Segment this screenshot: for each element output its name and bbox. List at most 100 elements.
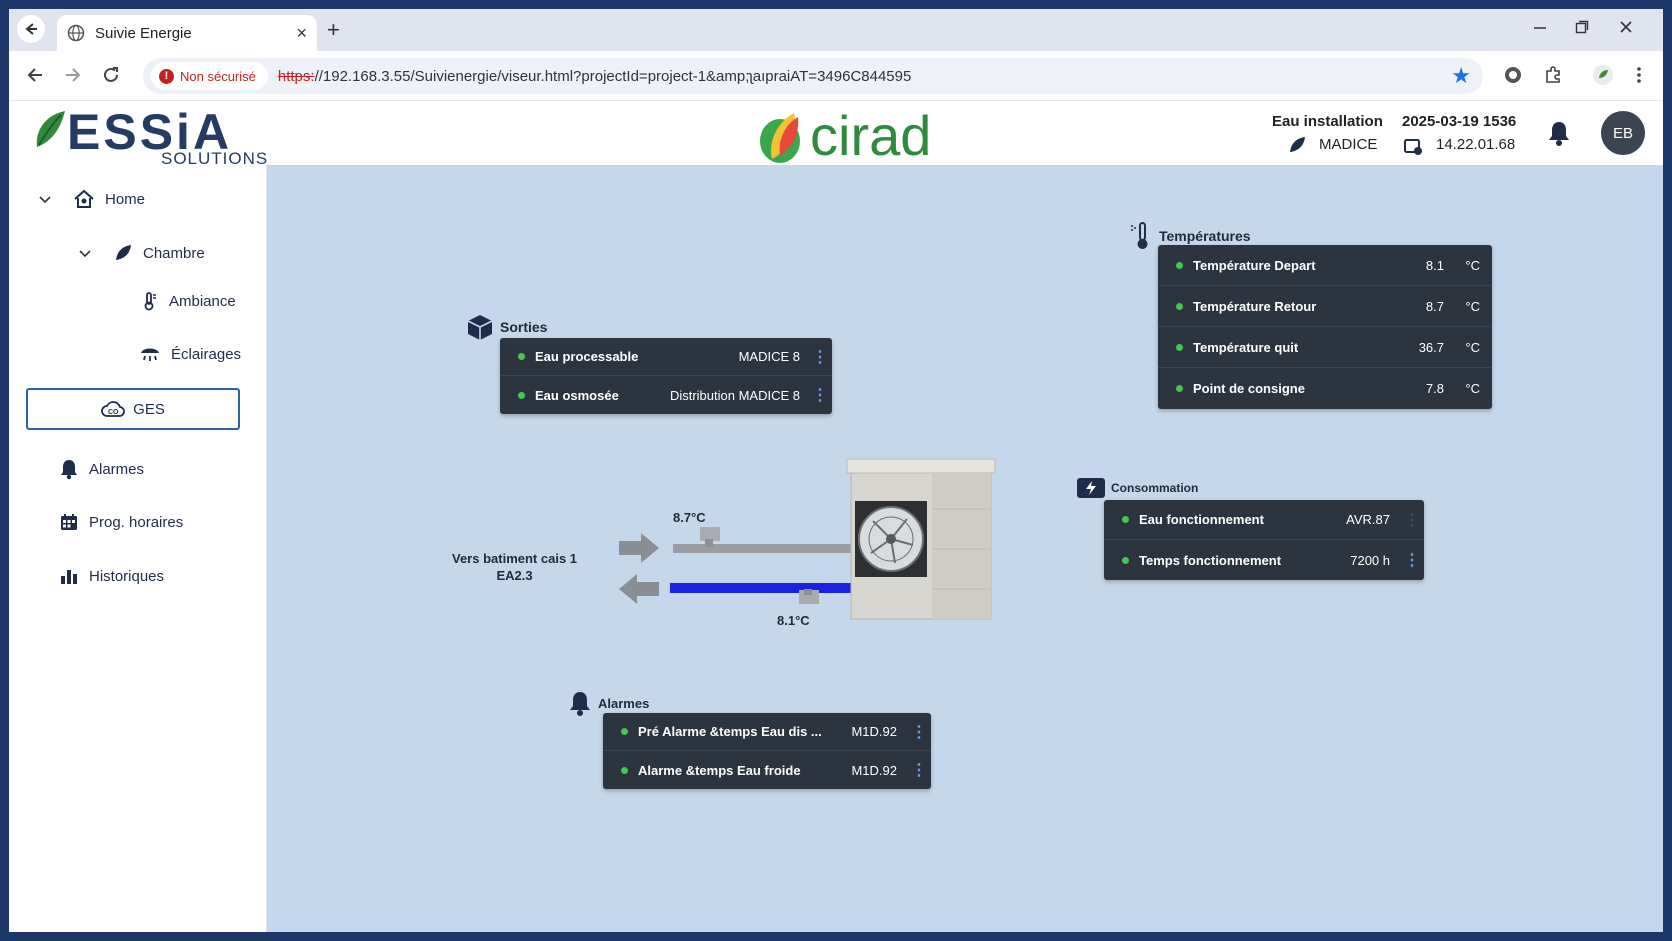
- tab-title: Suivie Energie: [95, 24, 192, 42]
- row-value: 8.1: [1425, 257, 1444, 273]
- restore-icon[interactable]: [1575, 19, 1589, 39]
- alarm-row[interactable]: Alarme &temps Eau froide M1D.92 ⋮: [603, 751, 931, 789]
- tab-close-icon[interactable]: ×: [296, 22, 307, 43]
- security-chip[interactable]: ! Non sécurisé: [151, 62, 268, 90]
- globe-icon: [67, 24, 85, 42]
- row-label: Eau osmosée: [535, 387, 619, 403]
- bar-chart-icon: [61, 570, 77, 584]
- bookmark-star-icon[interactable]: ★: [1451, 63, 1471, 88]
- extensions-icon[interactable]: [1541, 63, 1565, 87]
- sidebar-item-eclairages[interactable]: Éclairages: [139, 344, 241, 364]
- profile-sync-icon[interactable]: [1501, 63, 1525, 87]
- url-scheme: https:: [277, 67, 315, 85]
- destination-label: Vers batiment cais 1 EA2.3: [452, 550, 577, 584]
- destination-code: EA2.3: [496, 568, 533, 583]
- home-icon: [74, 189, 94, 208]
- more-options-icon[interactable]: ⋮: [911, 762, 927, 779]
- minimize-icon[interactable]: [1533, 19, 1547, 39]
- browser-tab[interactable]: Suivie Energie ×: [57, 15, 317, 51]
- new-tab-button[interactable]: +: [327, 17, 340, 42]
- sidebar-item-ambiance[interactable]: Ambiance: [139, 291, 236, 311]
- energy-bolt-icon: [1077, 478, 1105, 498]
- row-value: MADICE 8: [738, 349, 800, 364]
- sorties-row[interactable]: Eau processable MADICE 8 ⋮: [500, 338, 832, 376]
- sidebar-item-prog-horaires[interactable]: Prog. horaires: [59, 512, 183, 532]
- temperature-row[interactable]: Température Retour 8.7 °C: [1158, 286, 1492, 327]
- row-value: Distribution MADICE 8: [669, 387, 800, 403]
- sorties-row[interactable]: Eau osmosée Distribution MADICE 8 ⋮: [500, 376, 832, 414]
- security-label: Non sécurisé: [180, 68, 256, 84]
- sidebar-label-historiques: Historiques: [89, 567, 165, 585]
- logo-subtext: SOLUTIONS: [161, 149, 269, 168]
- user-avatar[interactable]: EB: [1601, 111, 1645, 155]
- destination-name: Vers batiment cais 1: [452, 551, 578, 566]
- sidebar-item-ges[interactable]: CO GES: [26, 388, 240, 430]
- row-label: Eau processable: [535, 349, 639, 364]
- sorties-title: Sorties: [466, 313, 547, 341]
- cirad-logo: cirad: [754, 104, 954, 167]
- row-label: Alarme &temps Eau froide: [638, 762, 801, 778]
- app: ESSiA SOLUTIONS cirad Eau installation M…: [9, 101, 1663, 932]
- consommation-row[interactable]: Temps fonctionnement 7200 h ⋮: [1104, 540, 1424, 580]
- row-value: 8.7: [1425, 298, 1444, 314]
- alarm-row[interactable]: Pré Alarme &temps Eau dis ... M1D.92 ⋮: [603, 713, 931, 751]
- supply-temp-label: 8.1°C: [777, 613, 810, 628]
- more-options-icon[interactable]: ⋮: [1404, 511, 1420, 529]
- url-text[interactable]: https://192.168.3.55/Suivienergie/viseur…: [278, 68, 911, 85]
- back-icon[interactable]: [23, 63, 47, 87]
- notification-bell-icon[interactable]: [1547, 119, 1571, 147]
- status-dot: [518, 353, 525, 360]
- row-unit: °C: [1465, 381, 1480, 396]
- thermometer-icon: [1131, 222, 1148, 249]
- sensor-icon: [799, 589, 819, 604]
- alarmes-title-text: Alarmes: [598, 695, 650, 711]
- status-dot: [1122, 556, 1129, 564]
- sidebar-label-eclairages: Éclairages: [171, 345, 242, 363]
- consommation-row[interactable]: Eau fonctionnement AVR.87 ⋮: [1104, 500, 1424, 540]
- tab-search-icon[interactable]: [17, 15, 45, 43]
- thermometer-icon: [144, 292, 156, 311]
- row-unit: °C: [1465, 298, 1480, 314]
- chevron-down-icon: [79, 246, 101, 261]
- forward-icon[interactable]: [61, 63, 85, 87]
- heat-pump-diagram: [619, 458, 996, 620]
- sidebar-item-historiques[interactable]: Historiques: [59, 566, 164, 586]
- more-options-icon[interactable]: ⋮: [812, 387, 828, 404]
- window-close-icon[interactable]: [1619, 19, 1633, 39]
- tab-strip: Suivie Energie × +: [9, 9, 1663, 51]
- app-header: ESSiA SOLUTIONS cirad Eau installation M…: [9, 101, 1663, 168]
- arrow-left-icon: [619, 574, 659, 604]
- bell-icon: [570, 692, 590, 716]
- sidebar-item-alarmes[interactable]: Alarmes: [59, 458, 144, 480]
- browser-menu-icon[interactable]: [1627, 63, 1651, 87]
- sensor-icon: [700, 527, 720, 547]
- temperatures-panel: Température Depart 8.1 °C Température Re…: [1158, 245, 1492, 409]
- row-label: Pré Alarme &temps Eau dis ...: [638, 724, 822, 739]
- row-unit: °C: [1465, 339, 1480, 355]
- alarmes-title: Alarmes: [568, 689, 649, 717]
- date-time: 2025-03-19 1536: [1402, 113, 1517, 130]
- row-label: Température quit: [1193, 339, 1299, 355]
- extension-leaf-icon[interactable]: [1591, 63, 1615, 87]
- status-dot: [1176, 385, 1183, 392]
- omnibox[interactable]: ! Non sécurisé https://192.168.3.55/Suiv…: [143, 58, 1483, 94]
- sidebar-item-home[interactable]: Home: [39, 189, 145, 209]
- temperature-row[interactable]: Point de consigne 7.8 °C: [1158, 368, 1492, 409]
- box-icon: [467, 315, 493, 340]
- more-options-icon[interactable]: ⋮: [1404, 552, 1420, 569]
- reload-icon[interactable]: [99, 63, 123, 87]
- cirad-mark-icon: [760, 113, 800, 163]
- more-options-icon[interactable]: ⋮: [911, 723, 927, 741]
- more-options-icon[interactable]: ⋮: [812, 348, 828, 366]
- heat-pump-unit: [846, 458, 996, 620]
- temperature-row[interactable]: Température Depart 8.1 °C: [1158, 245, 1492, 286]
- status-dot: [1176, 343, 1183, 351]
- sidebar-item-chambre[interactable]: Chambre: [79, 243, 205, 263]
- temperature-row[interactable]: Température quit 36.7 °C: [1158, 327, 1492, 368]
- essia-logo[interactable]: ESSiA SOLUTIONS: [31, 104, 267, 168]
- sorties-panel: Eau processable MADICE 8 ⋮ Eau osmosée D…: [500, 338, 832, 414]
- row-value: M1D.92: [851, 724, 897, 739]
- bell-icon: [61, 460, 77, 480]
- sidebar-label-ambiance: Ambiance: [169, 292, 236, 310]
- ip-address: 14.22.01.68: [1436, 136, 1516, 153]
